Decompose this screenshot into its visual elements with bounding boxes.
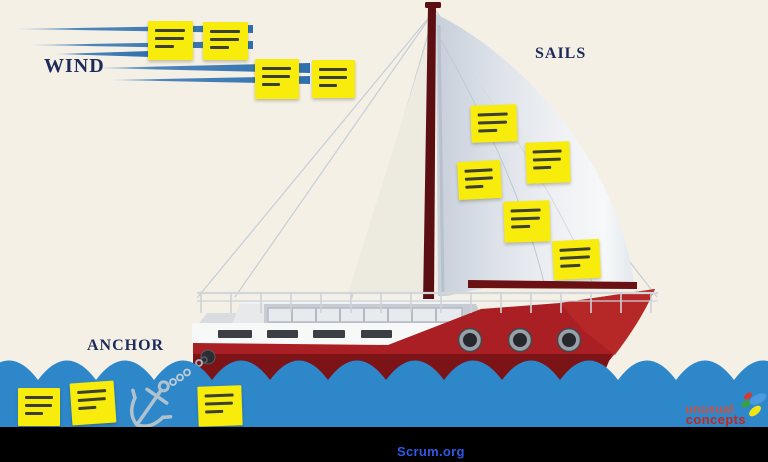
porthole bbox=[556, 327, 582, 353]
cabin bbox=[231, 299, 487, 327]
anchor-chain bbox=[189, 349, 216, 372]
logo-text-concepts: concepts bbox=[685, 412, 746, 427]
porthole bbox=[507, 327, 533, 353]
watermark-scrum-org: Scrum.org bbox=[397, 444, 465, 459]
label-wind: WIND bbox=[44, 55, 105, 77]
label-sails: SAILS bbox=[535, 45, 587, 62]
boom bbox=[468, 280, 637, 289]
mast bbox=[423, 2, 441, 303]
logo-text-unusual: unusual bbox=[685, 402, 734, 416]
anchor-icon bbox=[130, 380, 173, 428]
label-anchor: ANCHOR bbox=[87, 337, 165, 354]
jib-sail bbox=[348, 16, 435, 293]
porthole bbox=[457, 327, 483, 353]
portholes bbox=[457, 327, 582, 353]
chain-in-water bbox=[169, 368, 191, 386]
pinwheel-icon bbox=[741, 392, 767, 417]
hull-window-slots bbox=[218, 330, 392, 338]
railing bbox=[197, 291, 658, 313]
logo-unusual-concepts: unusual concepts bbox=[668, 389, 768, 429]
footer-bar: Scrum.org bbox=[0, 427, 768, 462]
